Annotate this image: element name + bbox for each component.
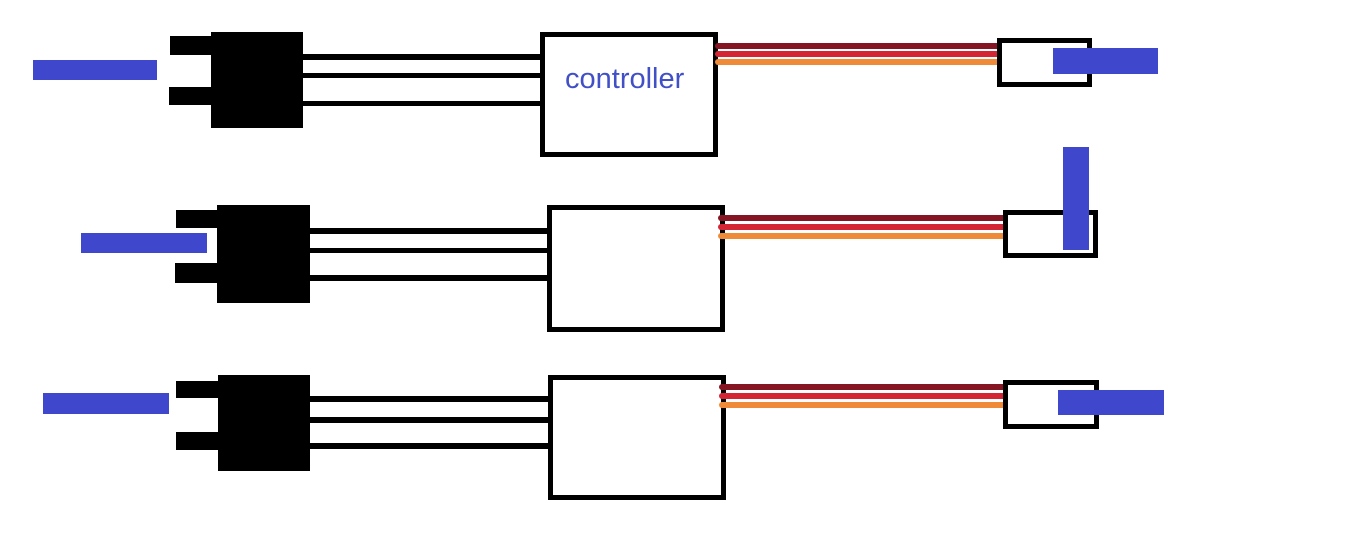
wire-orange: [718, 233, 1006, 239]
black-wire: [310, 275, 547, 281]
wire-dark-red: [715, 43, 1002, 49]
wire-red: [718, 224, 1006, 230]
wire-red: [715, 51, 1002, 57]
wire-dark-red: [719, 384, 1006, 390]
plug-prong-bottom: [169, 87, 212, 105]
controller-box: [548, 375, 726, 500]
blue-connector-bar-left: [33, 60, 157, 80]
plug-prong-top: [170, 36, 213, 55]
plug-prong-bottom: [175, 263, 217, 283]
plug-body: [217, 205, 310, 303]
blue-connector-bar-left: [43, 393, 169, 414]
black-wire: [303, 101, 540, 106]
connector-box-right: [997, 38, 1092, 87]
wire-orange: [715, 59, 1002, 65]
wire-red: [719, 393, 1006, 399]
blue-connector-bar-right: [1058, 390, 1164, 415]
plug-prong-bottom: [176, 432, 218, 450]
blue-connector-bar-right: [1053, 48, 1158, 74]
wire-orange: [719, 402, 1006, 408]
black-wire: [310, 228, 547, 234]
controller-label: controller: [565, 63, 685, 95]
black-wire: [303, 73, 540, 78]
wire-dark-red: [718, 215, 1006, 221]
blue-connector-bar-left: [81, 233, 207, 253]
plug-prong-top: [176, 381, 219, 398]
plug-body: [218, 375, 310, 471]
black-wire: [310, 417, 548, 423]
controller-box: controller: [540, 32, 718, 157]
black-wire: [310, 396, 548, 402]
plug-body: [211, 32, 303, 128]
controller-box: [547, 205, 725, 332]
blue-connector-bar-right-vertical: [1063, 147, 1089, 250]
black-wire: [303, 54, 540, 60]
black-wire: [310, 248, 547, 253]
black-wire: [310, 443, 548, 449]
plug-prong-top: [176, 210, 218, 228]
